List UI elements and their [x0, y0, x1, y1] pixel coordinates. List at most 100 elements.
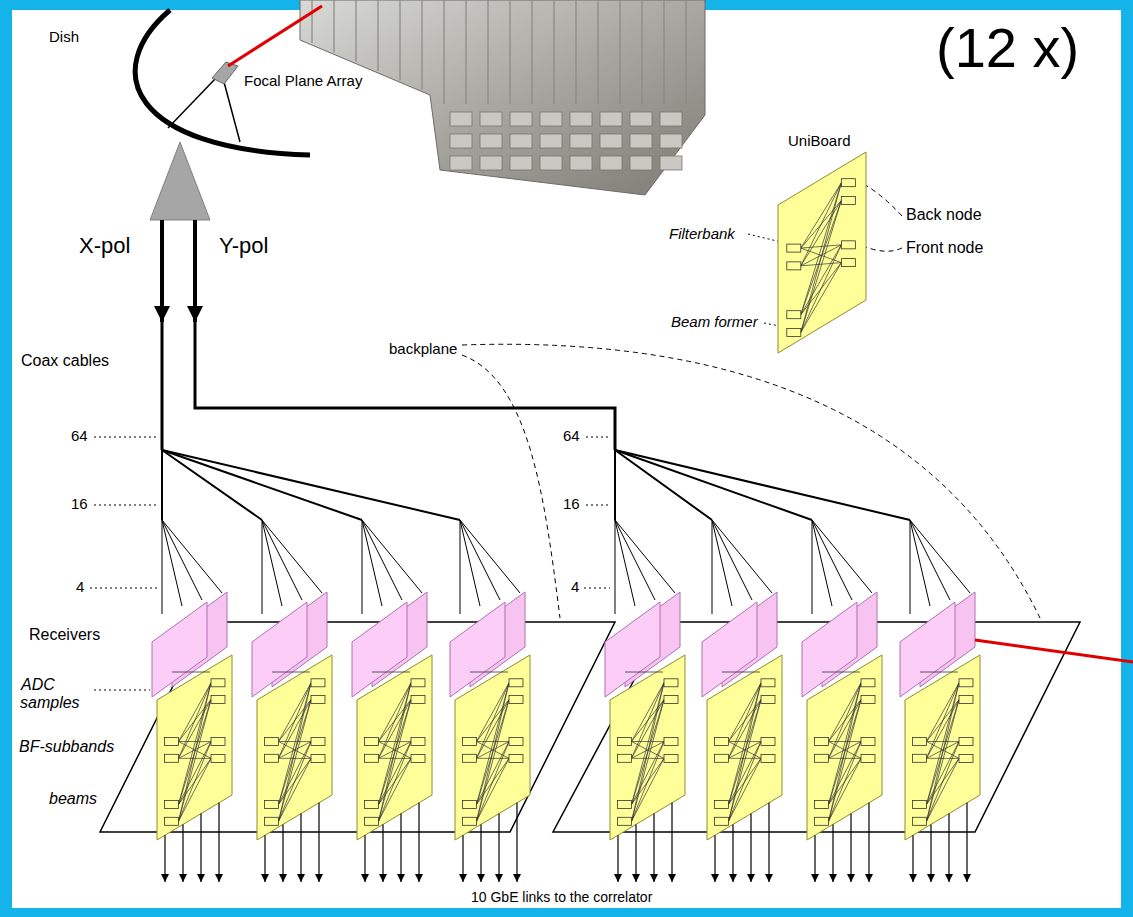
node-link — [477, 683, 510, 759]
node-link — [477, 742, 510, 822]
diagram-label: 4 — [75, 578, 85, 595]
fpga-node — [365, 754, 379, 762]
fpga-node — [165, 738, 179, 746]
fpga-node — [761, 679, 775, 687]
node-link — [927, 742, 960, 822]
fpga-node — [365, 801, 379, 809]
cable-split — [712, 520, 772, 593]
photo-module — [480, 112, 502, 126]
node-link — [179, 741, 212, 742]
leader-line — [586, 505, 610, 506]
node-link — [477, 683, 510, 822]
fpga-node — [618, 738, 632, 746]
node-link — [927, 758, 960, 821]
fpga-node — [311, 754, 325, 762]
diagram-label: 64 — [70, 427, 89, 444]
fpga-node — [411, 754, 425, 762]
node-link — [379, 700, 412, 822]
node-link — [279, 683, 312, 742]
fpga-node — [715, 738, 729, 746]
photo-fin — [575, 0, 576, 104]
fpga-node — [913, 754, 927, 762]
node-link — [829, 700, 862, 759]
fpga-node — [618, 817, 632, 825]
uniboard-inset: UniBoard — [770, 128, 880, 360]
fpga-node — [715, 817, 729, 825]
photo-module — [510, 112, 532, 126]
beam-arrow — [948, 814, 949, 882]
fpga-node — [265, 738, 279, 746]
fpga-node — [211, 738, 225, 746]
diagram-label: 16 — [562, 495, 581, 512]
fpga-node — [959, 738, 973, 746]
fpga-node — [365, 738, 379, 746]
leader-group — [90, 234, 785, 690]
node-link — [179, 683, 212, 805]
node-link — [927, 741, 960, 742]
beam-arrow — [462, 835, 463, 882]
node-link — [801, 200, 842, 332]
fpga-node — [365, 817, 379, 825]
beam-arrow — [912, 835, 913, 882]
coax-cable — [161, 318, 164, 450]
node-link — [632, 742, 665, 822]
fpga-node — [815, 754, 829, 762]
beam-arrow — [418, 803, 419, 882]
diagram-label: 16 — [70, 495, 89, 512]
node-link — [632, 700, 665, 822]
photo-module — [480, 134, 502, 148]
fpga-node — [265, 817, 279, 825]
diagram-label: 64 — [562, 427, 581, 444]
beam-arrow — [671, 803, 672, 882]
fpga-node — [311, 738, 325, 746]
fpga-node — [761, 738, 775, 746]
beam-arrow — [868, 803, 869, 882]
fpga-node — [841, 196, 855, 204]
node-link — [801, 183, 842, 333]
node-link — [279, 741, 312, 742]
node-link — [801, 183, 842, 266]
beam-arrow — [850, 814, 851, 882]
receiver-board — [450, 602, 505, 697]
node-link — [279, 758, 312, 821]
signal-arrow — [160, 220, 164, 322]
node-link — [927, 758, 960, 759]
node-link — [729, 758, 762, 759]
fpga-node — [509, 754, 523, 762]
node-link — [927, 683, 960, 742]
cable-split — [262, 520, 302, 600]
fpga-node — [861, 696, 875, 704]
node-link — [379, 700, 412, 759]
fpga-node — [761, 696, 775, 704]
node-link — [829, 683, 862, 805]
uniboard-shape — [778, 152, 866, 353]
photo-fin — [311, 0, 312, 43]
fpga-node — [509, 696, 523, 704]
label-text: Receivers — [28, 626, 101, 643]
cable-split — [362, 520, 402, 600]
node-link — [632, 683, 665, 805]
board-group — [152, 450, 980, 882]
fpga-node — [509, 738, 523, 746]
fpga-node — [463, 738, 477, 746]
photo-detail — [312, 0, 686, 170]
signal-arrow — [193, 220, 197, 322]
label-text: Y-pol — [218, 233, 269, 258]
photo-module — [600, 134, 622, 148]
cable-split — [362, 520, 422, 593]
photo-module — [660, 134, 682, 148]
node-link — [279, 683, 312, 805]
cable-split — [162, 450, 362, 520]
node-link — [632, 683, 665, 742]
node-link — [729, 683, 762, 805]
node-link — [477, 700, 510, 822]
label-text: 16 — [70, 495, 89, 512]
node-link — [179, 683, 212, 742]
diagram-label: BF-subbands — [18, 738, 115, 756]
fpga-node — [165, 754, 179, 762]
receiver-board — [702, 602, 757, 697]
node-link — [632, 700, 665, 759]
node-link — [729, 683, 762, 759]
fpga-node — [664, 754, 678, 762]
diagram-label: beams — [48, 790, 98, 808]
